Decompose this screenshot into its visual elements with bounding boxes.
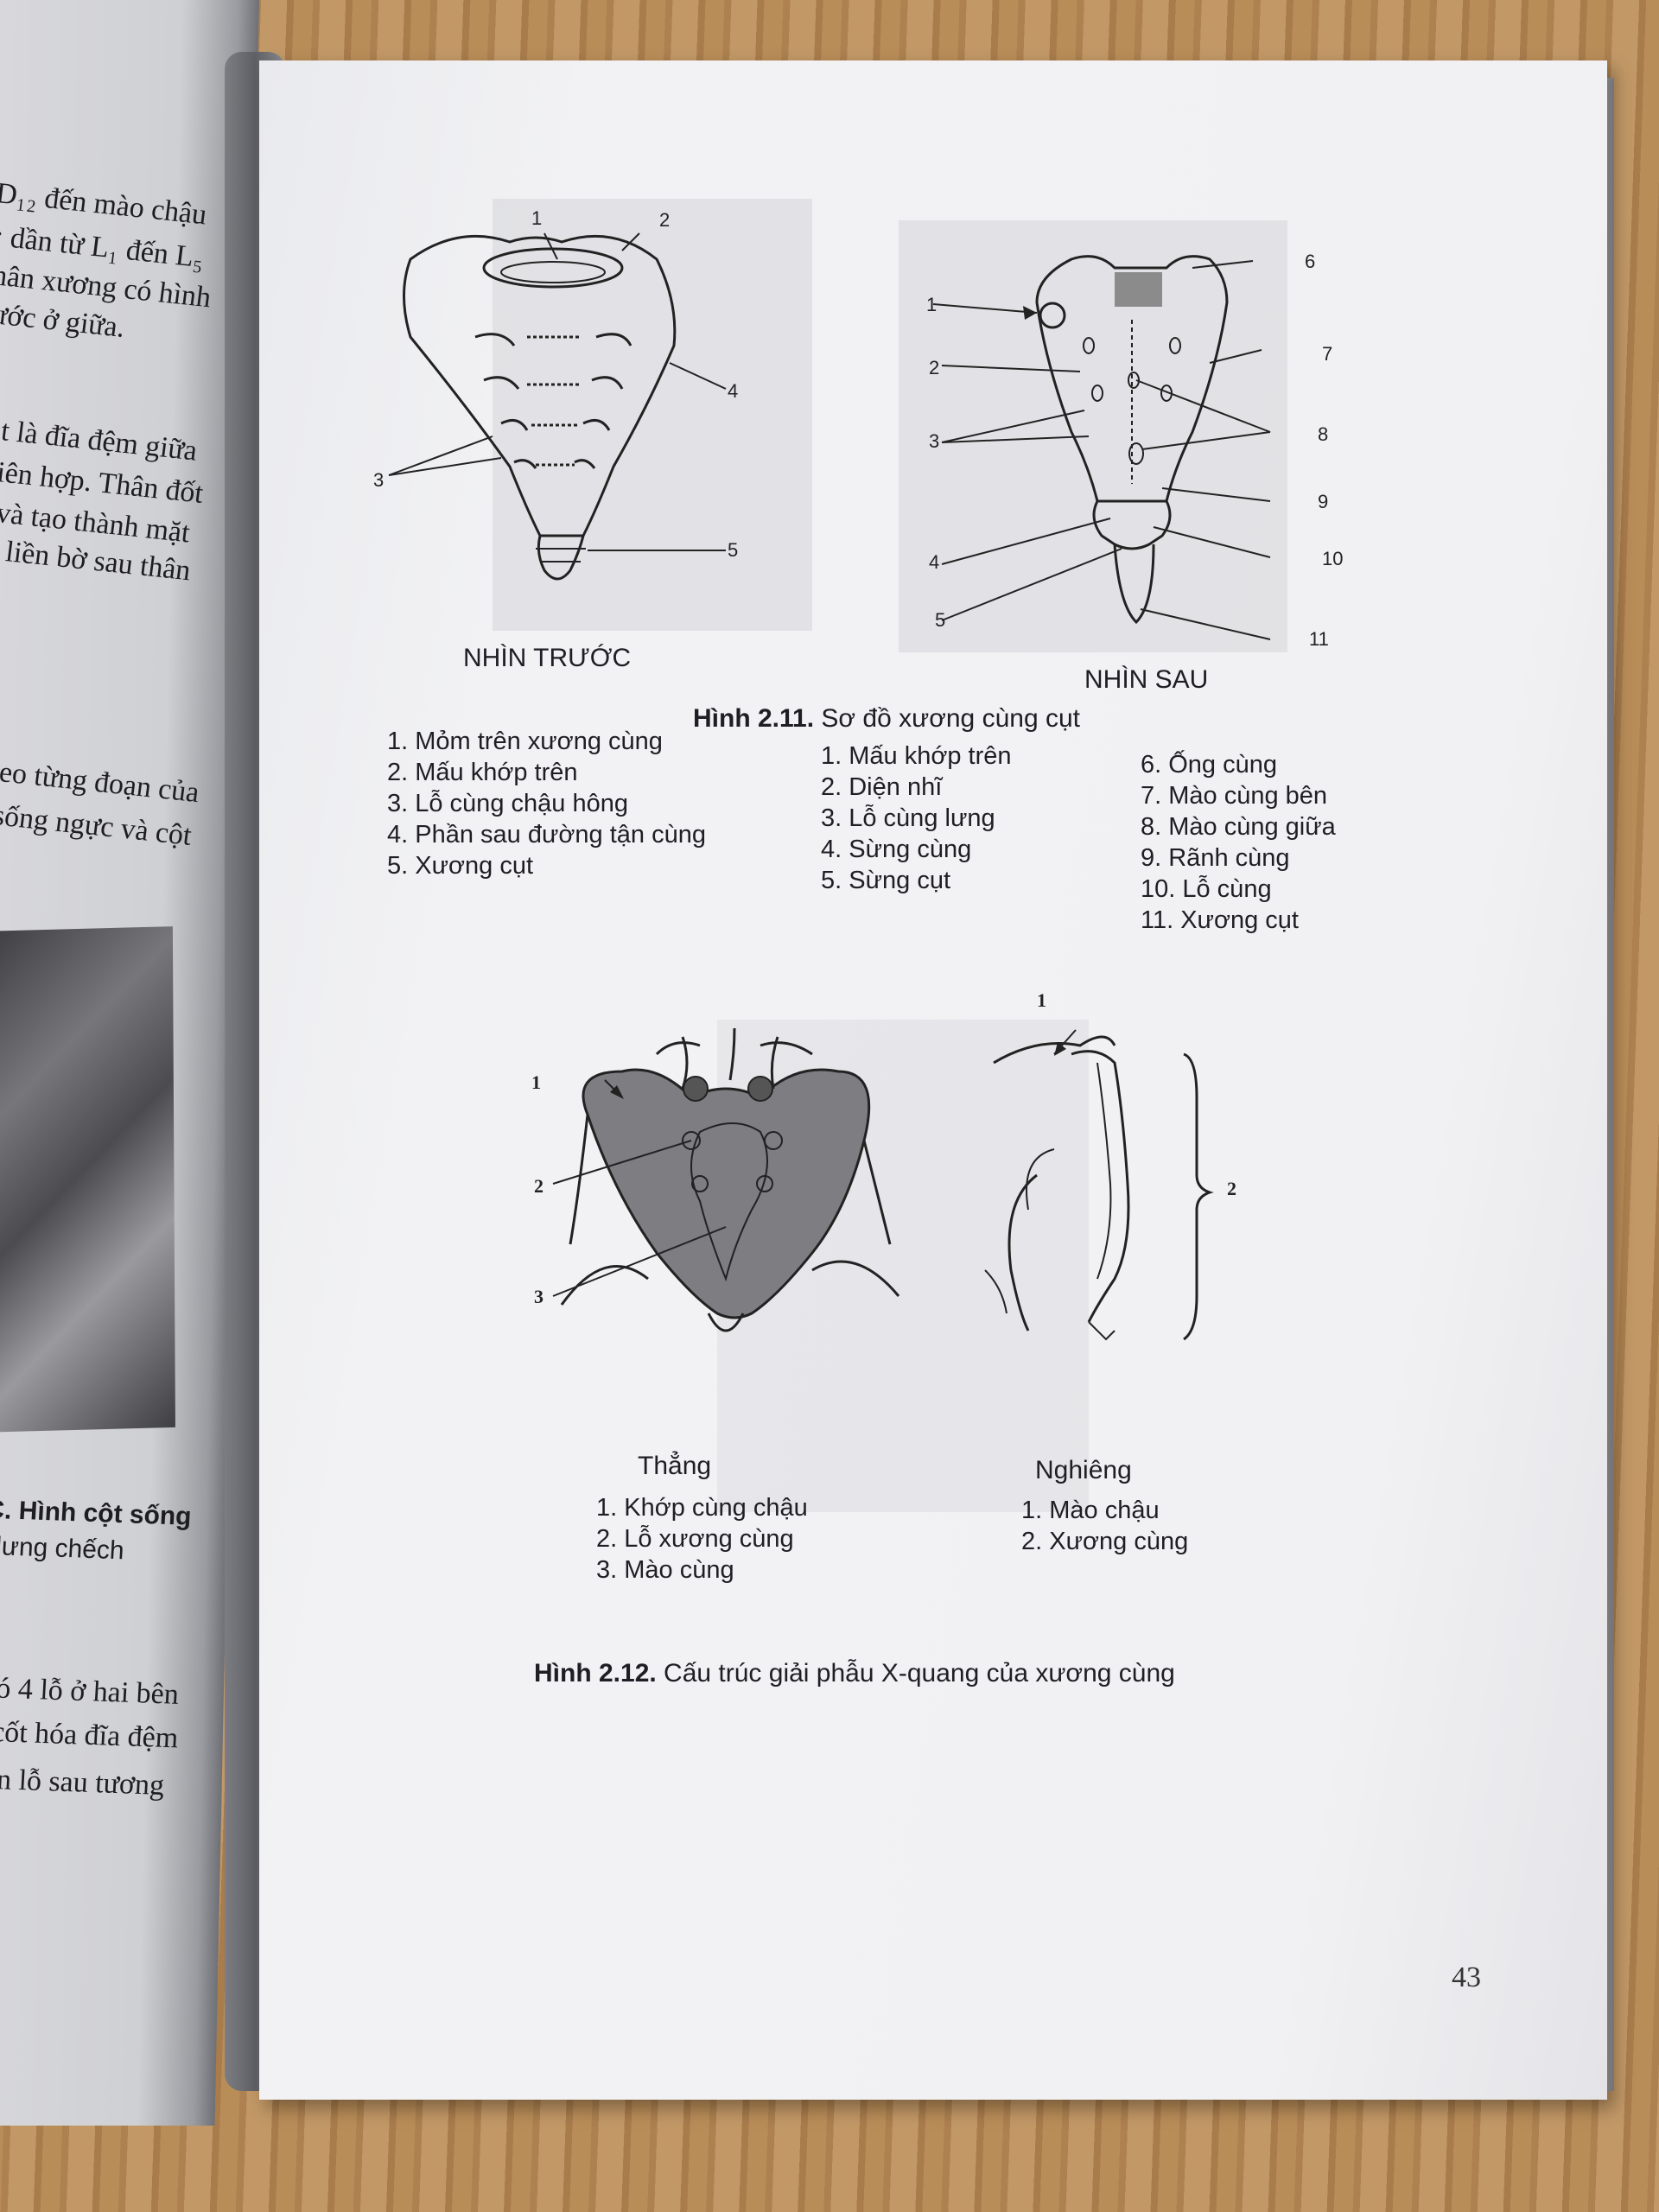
legend-item: 1. Mào chậu [1021,1497,1160,1524]
front-label-number: 2 [659,209,671,231]
lateral-label-number: 1 [1037,989,1046,1011]
left-page-line: sống ngực và cột [0,799,194,852]
legend-item: 1. Mỏm trên xương cùng [387,728,663,755]
left-page: D₁₂ đến mào chậu ; dần từ L₁ đến L₅ hân … [0,0,260,2126]
left-page-line: bốn lỗ sau tương [0,1763,166,1802]
front-view-label: NHÌN TRƯỚC [463,644,632,672]
left-page-caption: 0C. Hình cột sống [0,1495,193,1531]
legend-item: 6. Ống cùng [1141,751,1277,779]
right-page [259,60,1607,2100]
front-label-number: 3 [373,469,385,491]
front-label-number: 4 [728,380,739,402]
left-page-caption: ắt lưng chếch [0,1531,125,1566]
legend-item: 3. Lỗ cùng chậu hông [387,790,628,817]
back-label-number: 6 [1305,251,1316,272]
legend-item: 10. Lỗ cùng [1141,875,1272,903]
xray-photo [0,926,175,1433]
back-label-number: 9 [1318,491,1329,512]
front-label-number: 1 [531,207,543,229]
legend-item: 1. Mấu khớp trên [821,742,1012,770]
legend-item: 2. Xương cùng [1021,1528,1189,1555]
legend-item: 3. Lỗ cùng lưng [821,804,995,832]
legend-back-b: 6. Ống cùng 7. Mào cùng bên 8. Mào cùng … [1141,749,1336,936]
oblique-view-label: Nghiêng [1035,1456,1132,1484]
figure-211-caption: Hình 2.11. Sơ đồ xương cùng cụt [693,704,1080,734]
legend-back-a: 1. Mấu khớp trên 2. Diện nhĩ 3. Lỗ cùng … [821,741,1012,896]
sacrum-ap-xray-diagram [552,1027,900,1332]
left-page-line: ự cốt hóa đĩa đệm [0,1715,180,1755]
legend-item: 2. Mấu khớp trên [387,759,578,786]
back-label-number: 10 [1322,548,1344,569]
back-view-label: NHÌN SAU [1084,665,1209,694]
figure-backdrop [493,199,812,631]
front-label-number: 5 [728,539,739,561]
left-page-line: có 4 lỗ ở hai bên [0,1672,180,1711]
legend-oblique: 1. Mào chậu 2. Xương cùng [1021,1495,1188,1557]
page-number: 43 [1452,1961,1481,1993]
figure-212-caption: Hình 2.12. Cấu trúc giải phẫu X-quang củ… [534,1659,1175,1688]
figure-backdrop [899,220,1287,652]
caption-text: Sơ đồ xương cùng cụt [814,704,1080,733]
left-page-line: ước ở giữa. [0,298,127,344]
left-page-line: eo từng đoạn của [0,756,201,810]
legend-item: 4. Phần sau đường tận cùng [387,821,706,849]
back-label-number: 4 [929,551,940,573]
legend-item: 7. Mào cùng bên [1141,782,1328,810]
caption-label: Hình 2.12. [534,1659,657,1688]
legend-item: 8. Mào cùng giữa [1141,813,1336,841]
legend-item: 4. Sừng cùng [821,836,972,863]
legend-item: 2. Lỗ xương cùng [596,1525,794,1553]
back-label-number: 2 [929,357,940,378]
sacrum-front-diagram [388,232,727,581]
legend-item: 3. Mào cùng [596,1556,734,1584]
back-label-number: 5 [935,609,946,631]
back-label-number: 1 [926,294,938,315]
ap-label-number: 2 [534,1175,543,1197]
back-label-number: 7 [1322,343,1333,365]
legend-item: 5. Sừng cụt [821,867,950,894]
lateral-label-number: 2 [1227,1178,1236,1199]
legend-item: 5. Xương cụt [387,852,534,880]
caption-label: Hình 2.11. [693,704,815,733]
sacrum-back-diagram [932,255,1271,640]
back-label-number: 8 [1318,423,1329,445]
legend-item: 11. Xương cụt [1141,906,1299,934]
legend-item: 2. Diện nhĩ [821,773,943,801]
back-label-number: 3 [929,430,940,452]
ap-label-number: 1 [531,1071,541,1093]
legend-item: 1. Khớp cùng chậu [596,1494,808,1522]
legend-item: 9. Rãnh cùng [1141,844,1290,872]
legend-straight: 1. Khớp cùng chậu 2. Lỗ xương cùng 3. Mà… [596,1492,808,1586]
straight-view-label: Thẳng [638,1452,712,1480]
sacrum-lateral-xray-diagram [984,1029,1214,1341]
back-label-number: 11 [1309,628,1329,650]
legend-front: 1. Mỏm trên xương cùng 2. Mấu khớp trên … [387,726,706,881]
caption-text: Cấu trúc giải phẫu X-quang của xương cùn… [656,1659,1175,1688]
ap-label-number: 3 [534,1286,543,1307]
